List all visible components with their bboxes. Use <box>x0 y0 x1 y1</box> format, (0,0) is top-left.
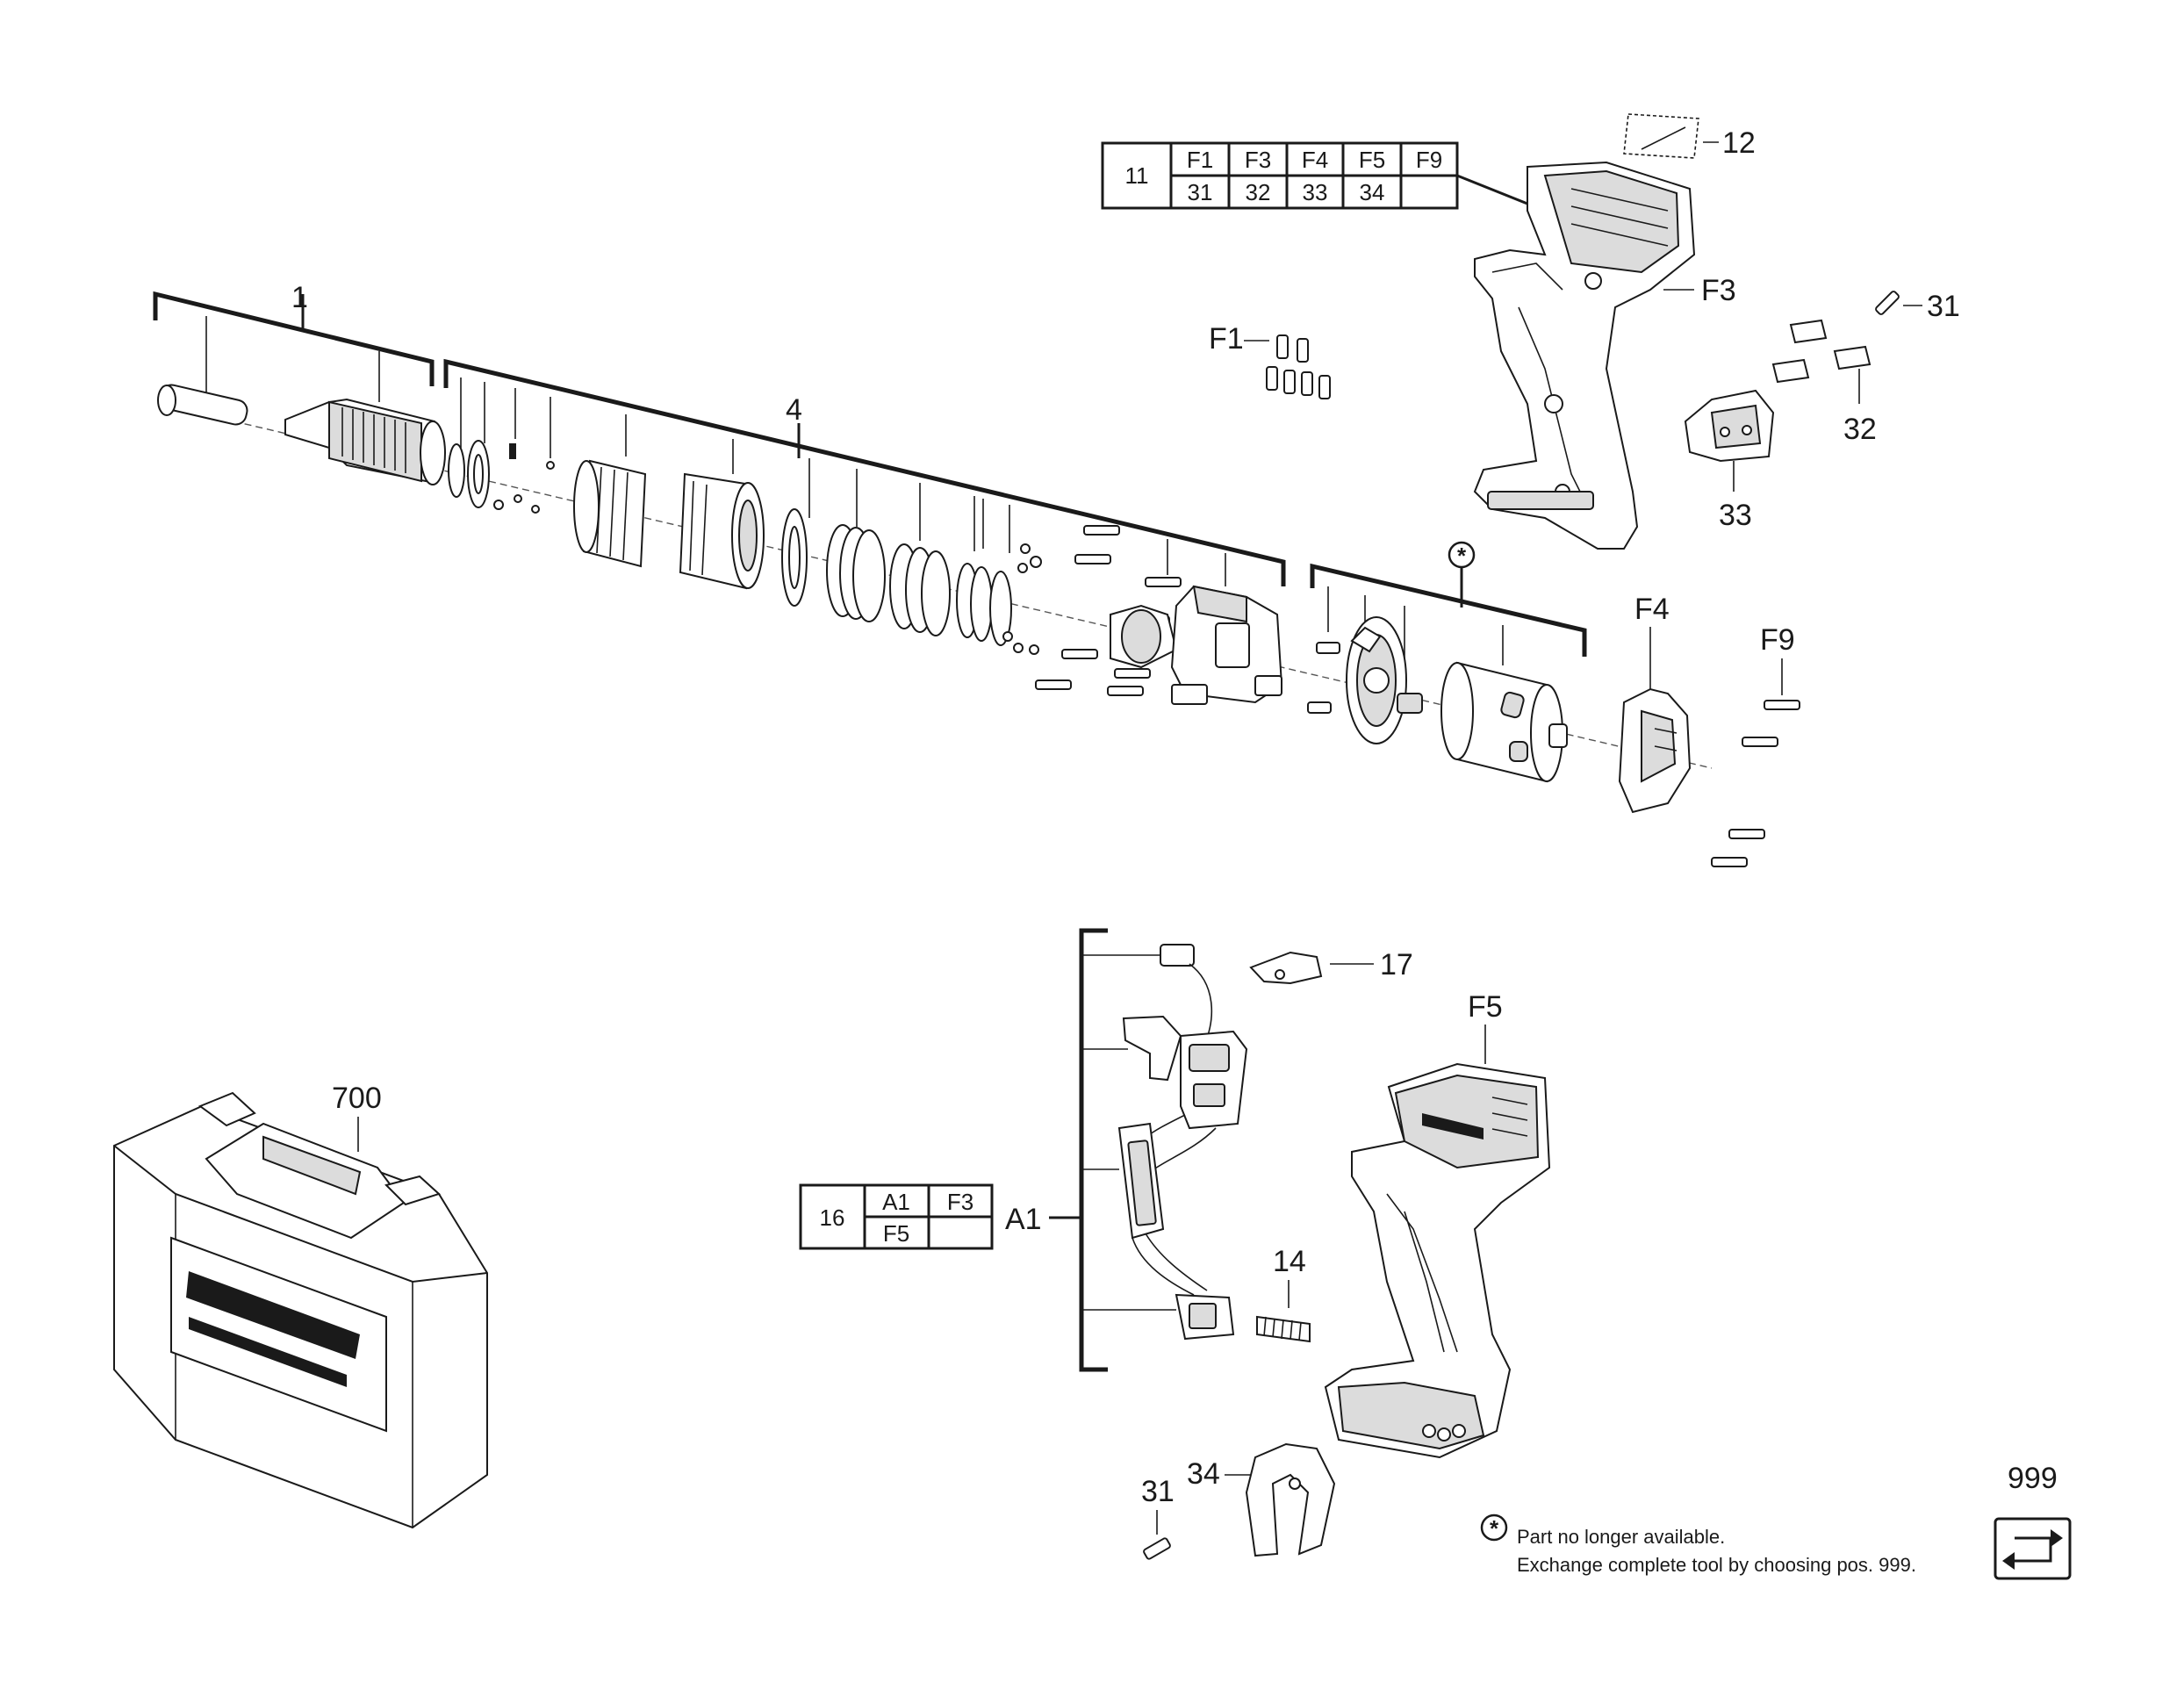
table-11-cell: 31 <box>1188 179 1213 205</box>
table-11-cell: F1 <box>1187 147 1213 173</box>
part-A1-switch-assembly[interactable]: A1 <box>1005 928 1248 1372</box>
asterisk-circle-icon: * <box>1480 1513 1508 1542</box>
table-11-cell: 33 <box>1303 179 1328 205</box>
milwaukee-logo-badge <box>1422 1113 1484 1140</box>
table-11-cell: F3 <box>1245 147 1271 173</box>
chuck-grip-ridges <box>341 407 406 473</box>
part-F5-housing[interactable]: F5 <box>1324 990 1551 1459</box>
table-16-cell: F3 <box>947 1189 973 1215</box>
table-11-id: 11 <box>1125 162 1149 189</box>
gearbox-screws <box>1035 525 1182 696</box>
table-16-id: 16 <box>820 1204 845 1231</box>
motor-assembly[interactable]: * <box>1307 541 1587 783</box>
table-11-cell: F9 <box>1416 147 1442 173</box>
label-17: 17 <box>1380 948 1413 981</box>
label-999: 999 <box>2008 1462 2058 1495</box>
part-12-label[interactable]: 12 <box>1623 113 1756 160</box>
table-11-cell: 32 <box>1246 179 1271 205</box>
table-11-cell: F5 <box>1359 147 1385 173</box>
svg-text:*: * <box>1490 1515 1499 1542</box>
part-999-exchange[interactable]: 999 999 <box>1994 1462 2072 1580</box>
part-31-screw-top[interactable]: 31 <box>1875 290 1960 323</box>
note-block: * Part no longer available. Exchange com… <box>1480 1513 1916 1576</box>
table-11-cell: 34 <box>1360 179 1385 205</box>
asterisk-circle-icon: * <box>1448 541 1476 569</box>
label-A1: A1 <box>1005 1203 1042 1236</box>
part-17-slider[interactable]: 17 <box>1249 948 1413 985</box>
table-16-cell: F5 <box>883 1220 909 1247</box>
note-line-1: Part no longer available. <box>1517 1526 1725 1548</box>
part-F9-screws[interactable]: F9 <box>1711 623 1800 867</box>
label-31-bottom: 31 <box>1141 1475 1175 1508</box>
label-F1: F1 <box>1209 322 1244 356</box>
label-F3: F3 <box>1701 274 1736 307</box>
label-700: 700 <box>332 1082 382 1115</box>
part-F3-housing[interactable]: F3 <box>1473 161 1736 550</box>
label-33: 33 <box>1719 499 1752 532</box>
kit-table-16: 16 A1 F3 F5 <box>799 1183 994 1250</box>
label-32: 32 <box>1843 413 1877 446</box>
label-31-top: 31 <box>1927 290 1960 323</box>
part-34-belt-clip[interactable]: 34 <box>1187 1442 1336 1557</box>
label-34: 34 <box>1187 1457 1220 1491</box>
exchange-arrow-icon <box>1994 1517 2072 1580</box>
note-line-2: Exchange complete tool by choosing pos. … <box>1517 1554 1916 1576</box>
label-F4: F4 <box>1634 593 1670 626</box>
part-31-screw-bottom[interactable]: 31 <box>1141 1475 1175 1560</box>
label-F5: F5 <box>1468 990 1503 1024</box>
part-F1-screws[interactable]: F1 <box>1209 322 1331 399</box>
table-16-cell: A1 <box>882 1189 910 1215</box>
label-1: 1 <box>291 281 308 314</box>
svg-text:*: * <box>1457 543 1467 569</box>
kit-table-11: 11 F1 F3 F4 F5 F9 31 32 33 34 <box>1101 141 1572 223</box>
label-F9: F9 <box>1760 623 1795 657</box>
table-11-cell: F4 <box>1302 147 1328 173</box>
part-32-clips[interactable]: 32 <box>1771 319 1877 446</box>
label-4: 4 <box>786 393 802 427</box>
label-14: 14 <box>1273 1245 1306 1278</box>
part-F4-end-cap[interactable]: F4 <box>1618 593 1692 814</box>
label-12: 12 <box>1722 126 1756 160</box>
part-4-gearbox[interactable]: 4 <box>443 358 1286 705</box>
part-14-spring[interactable]: 14 <box>1256 1245 1311 1343</box>
part-33-bracket[interactable]: 33 <box>1684 389 1775 532</box>
part-700-carry-case[interactable]: 700 <box>113 1082 488 1529</box>
part-1-chuck[interactable]: 1 <box>153 281 446 485</box>
milwaukee-logo-case <box>186 1271 360 1387</box>
